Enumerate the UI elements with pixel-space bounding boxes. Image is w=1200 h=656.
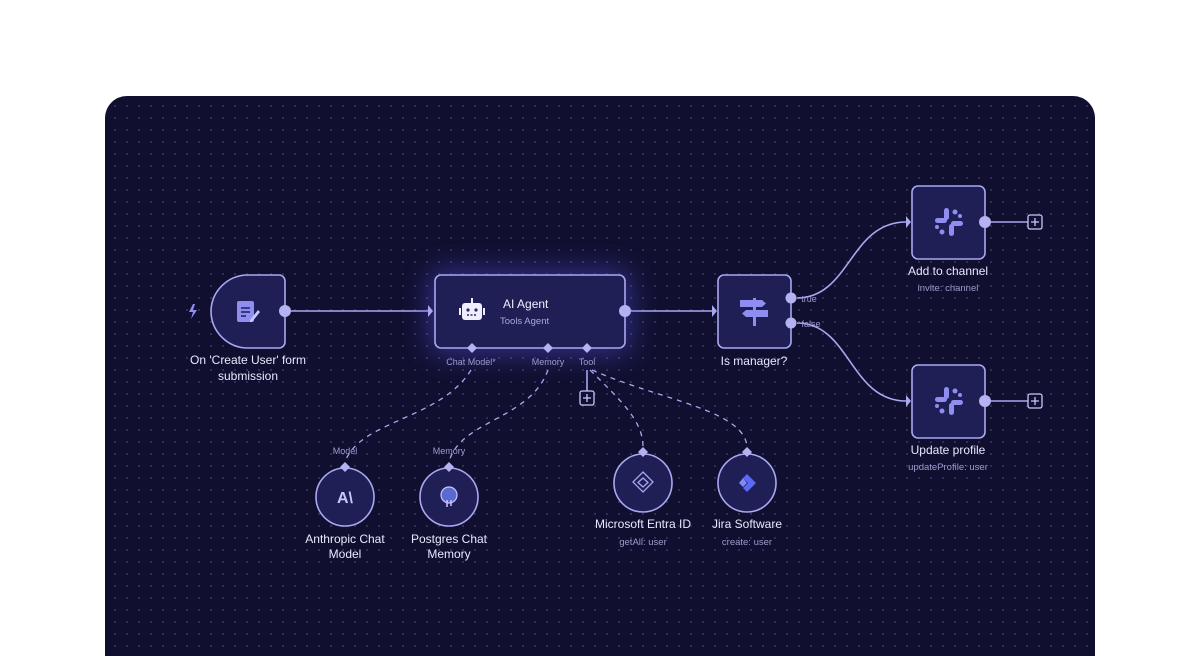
connection-true: [796, 221, 907, 299]
tool-port-label: Tool: [579, 357, 596, 367]
ai-agent-node[interactable]: AI Agent Tools Agent Chat Model* Memory …: [428, 270, 631, 367]
jira-software-node[interactable]: Jira Software create: user: [712, 447, 782, 548]
microsoft-entra-node[interactable]: Microsoft Entra ID getAll: user: [595, 447, 691, 548]
anthropic-label-2: Model: [329, 547, 362, 561]
jira-label: Jira Software: [712, 517, 782, 531]
connection-model: [344, 369, 472, 463]
entra-icon: [632, 471, 654, 493]
tool-port[interactable]: [582, 343, 592, 353]
model-port-label: Model: [333, 446, 358, 456]
condition-label: Is manager?: [721, 354, 788, 368]
add-to-channel-label: Add to channel: [908, 264, 988, 278]
entra-sub: getAll: user: [619, 537, 667, 548]
chat-model-port-label: Chat Model*: [446, 357, 496, 367]
connection-memory: [448, 369, 549, 463]
anthropic-icon: A\: [337, 490, 354, 507]
jira-sub: create: user: [722, 537, 772, 548]
connection-entra: [589, 369, 644, 448]
memory-port[interactable]: [543, 343, 553, 353]
update-profile-label: Update profile: [911, 443, 986, 457]
workflow-diagram: On 'Create User' form submission AI Agen…: [189, 185, 1043, 561]
slack-icon: [935, 387, 963, 415]
postgres-label: Postgres Chat: [411, 532, 488, 546]
agent-title: AI Agent: [503, 297, 549, 311]
bolt-icon: [189, 304, 197, 319]
update-profile-sub: updateProfile: user: [908, 462, 988, 473]
agent-subtitle: Tools Agent: [500, 316, 549, 327]
trigger-node[interactable]: On 'Create User' form submission: [189, 274, 306, 383]
robot-icon: [459, 298, 485, 320]
signpost-icon: [740, 298, 768, 326]
add-to-channel-node[interactable]: Add to channel invite: channel: [906, 185, 991, 294]
connection-jira: [591, 369, 748, 448]
memory-port-label: Memory: [532, 357, 565, 367]
update-profile-node[interactable]: Update profile updateProfile: user: [906, 364, 991, 473]
slack-icon: [935, 208, 963, 236]
true-label: true: [801, 294, 817, 304]
is-manager-node[interactable]: true false Is manager?: [712, 274, 821, 368]
add-to-channel-sub: invite: channel: [918, 283, 979, 294]
add-node-button-1[interactable]: [1027, 214, 1043, 230]
form-icon: [237, 301, 260, 322]
anthropic-label: Anthropic Chat: [305, 532, 385, 546]
trigger-label: On 'Create User' form: [190, 353, 306, 367]
postgres-chat-memory-node[interactable]: Memory Postgres Chat Memory: [411, 446, 488, 561]
trigger-label-2: submission: [218, 369, 278, 383]
jira-icon: [739, 474, 756, 492]
memory-sub-port-label: Memory: [433, 446, 466, 456]
false-label: false: [801, 319, 820, 329]
connection-false: [796, 322, 907, 402]
add-tool-button[interactable]: [579, 390, 595, 406]
postgres-elephant-icon: [440, 486, 458, 507]
entra-label: Microsoft Entra ID: [595, 517, 691, 531]
anthropic-chat-model-node[interactable]: Model A\ Anthropic Chat Model: [305, 446, 385, 561]
add-node-button-2[interactable]: [1027, 393, 1043, 409]
postgres-label-2: Memory: [427, 547, 470, 561]
workflow-canvas[interactable]: On 'Create User' form submission AI Agen…: [105, 96, 1095, 656]
chat-model-port[interactable]: [467, 343, 477, 353]
